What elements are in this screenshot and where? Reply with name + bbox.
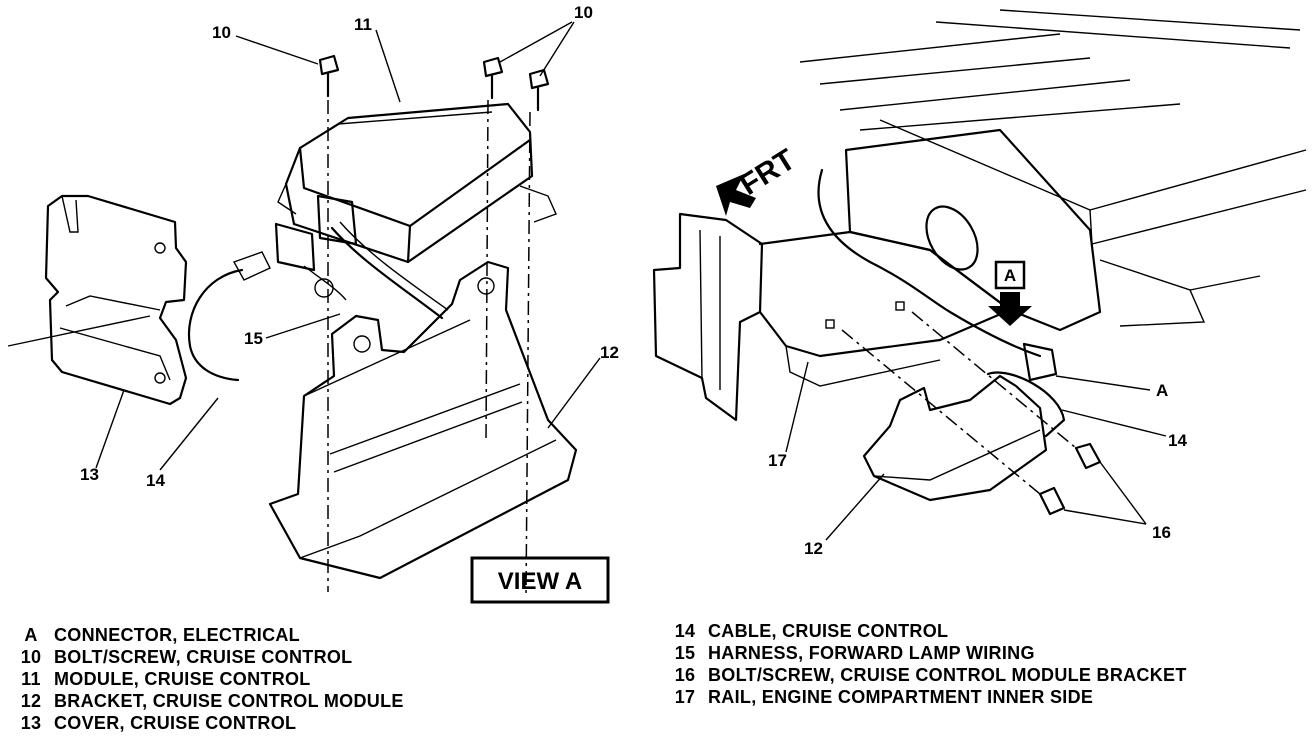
- legend-key: 17: [674, 687, 696, 707]
- callout-16: 16: [1152, 523, 1171, 542]
- legend-text: COVER, CRUISE CONTROL: [54, 713, 297, 733]
- view-a-reference-letter: A: [1004, 266, 1016, 285]
- legend-right: 14 CABLE, CRUISE CONTROL 15 HARNESS, FOR…: [662, 620, 1187, 708]
- legend-text: BOLT/SCREW, CRUISE CONTROL: [54, 647, 353, 667]
- view-a-label: VIEW A: [498, 568, 582, 595]
- bracket-right-drawing: [862, 371, 1066, 502]
- front-arrow-icon: [716, 174, 756, 216]
- bolt-16b-icon: [1038, 486, 1066, 516]
- harness-drawing: [330, 226, 444, 320]
- callout-11: 11: [354, 15, 372, 34]
- callout-10-right: 10: [574, 3, 593, 22]
- callout-14-right: 14: [1168, 431, 1187, 450]
- legend-text: MODULE, CRUISE CONTROL: [54, 669, 311, 689]
- legend-text: HARNESS, FORWARD LAMP WIRING: [708, 643, 1035, 663]
- legend-key: 16: [674, 665, 696, 685]
- down-arrow-icon: [988, 292, 1032, 326]
- bolt-drawings: [318, 54, 550, 112]
- vehicle-view-illustration: FRT: [652, 9, 1307, 558]
- view-a-illustration: 10 11 10 15 12 13 14 VIEW A: [7, 3, 619, 604]
- view-a-box: [470, 556, 610, 604]
- legend-key: 15: [674, 643, 696, 663]
- cable-drawing: [187, 268, 244, 382]
- view-a-reference-box: [994, 260, 1026, 290]
- cover-drawing: [7, 194, 188, 406]
- legend-text: BOLT/SCREW, CRUISE CONTROL MODULE BRACKE…: [708, 665, 1187, 685]
- legend-row: 10 BOLT/SCREW, CRUISE CONTROL: [8, 646, 404, 668]
- module-drawing: [274, 102, 557, 301]
- harness-right-drawing: [817, 168, 1042, 358]
- callout-12-left: 12: [600, 343, 619, 362]
- connector-drawing: [1022, 342, 1058, 382]
- rail-drawing: [652, 212, 1012, 422]
- legend-key: 11: [21, 669, 41, 689]
- callout-12-right: 12: [804, 539, 823, 558]
- legend-text: CONNECTOR, ELECTRICAL: [54, 625, 300, 645]
- legend-key: 12: [20, 691, 42, 711]
- callout-17: 17: [768, 451, 787, 470]
- legend-row: 15 HARNESS, FORWARD LAMP WIRING: [662, 642, 1187, 664]
- legend-text: CABLE, CRUISE CONTROL: [708, 621, 949, 641]
- callout-14-left: 14: [146, 471, 165, 490]
- legend-row: 13 COVER, CRUISE CONTROL: [8, 712, 404, 734]
- callout-a: A: [1156, 381, 1168, 400]
- legend-key: 14: [674, 621, 696, 641]
- legend-text: RAIL, ENGINE COMPARTMENT INNER SIDE: [708, 687, 1094, 707]
- legend-row: 17 RAIL, ENGINE COMPARTMENT INNER SIDE: [662, 686, 1187, 708]
- legend-row: 12 BRACKET, CRUISE CONTROL MODULE: [8, 690, 404, 712]
- bracket-drawing: [268, 260, 578, 580]
- legend-key: A: [24, 625, 38, 645]
- legend-row: 16 BOLT/SCREW, CRUISE CONTROL MODULE BRA…: [662, 664, 1187, 686]
- front-label: FRT: [734, 143, 801, 202]
- callout-10-left: 10: [212, 23, 231, 42]
- legend-key: 10: [20, 647, 42, 667]
- legend-key: 13: [20, 713, 42, 733]
- legend-row: A CONNECTOR, ELECTRICAL: [8, 624, 404, 646]
- callout-13: 13: [80, 465, 99, 484]
- bolt-16a-icon: [1074, 442, 1102, 470]
- wheelhouse-drawing: [844, 128, 1261, 332]
- callout-15: 15: [244, 329, 263, 348]
- legend-text: BRACKET, CRUISE CONTROL MODULE: [54, 691, 404, 711]
- legend-row: 14 CABLE, CRUISE CONTROL: [662, 620, 1187, 642]
- legend-left: A CONNECTOR, ELECTRICAL 10 BOLT/SCREW, C…: [8, 624, 404, 734]
- legend-row: 11 MODULE, CRUISE CONTROL: [8, 668, 404, 690]
